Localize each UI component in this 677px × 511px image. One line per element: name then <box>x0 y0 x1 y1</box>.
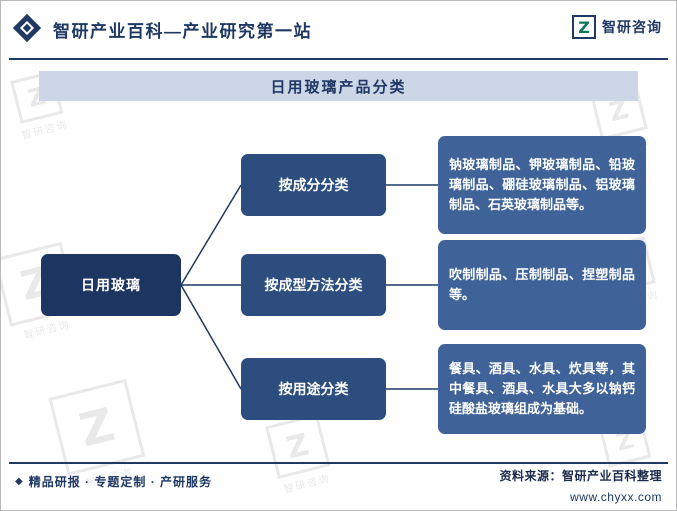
data-source: 资料来源：智研产业百科整理 <box>499 469 662 483</box>
website-url: www.chyxx.com <box>570 490 662 504</box>
header: 智研产业百科—产业研究第一站 Z 智研咨询 <box>1 1 676 58</box>
branch-detail-forming-method: 吹制制品、压制制品、捏塑制品等。 <box>438 240 646 330</box>
brand-name: 智研咨询 <box>602 19 662 35</box>
header-divider <box>9 58 668 60</box>
footer-services-text: 精品研报 · 专题定制 · 产研服务 <box>28 475 213 489</box>
footer-divider <box>9 462 668 464</box>
diamond-icon: ◆ <box>15 476 24 487</box>
branch-label-forming-method: 按成型方法分类 <box>241 254 386 316</box>
watermark-logo-icon: Z <box>265 413 331 479</box>
branch-detail-usage: 餐具、酒具、水具、炊具等，其中餐具、酒具、水具大多以钠钙硅酸盐玻璃组成为基础。 <box>438 344 646 434</box>
watermark: Z 智研咨询 <box>265 413 335 497</box>
branch-label-composition: 按成分分类 <box>241 154 386 216</box>
branch-label-usage: 按用途分类 <box>241 358 386 420</box>
page-title: 智研产业百科—产业研究第一站 <box>53 22 312 41</box>
footer-source-block: 资料来源：智研产业百科整理 www.chyxx.com <box>499 467 662 504</box>
diamond-logo-icon <box>12 13 42 43</box>
root-node: 日用玻璃 <box>41 254 181 316</box>
brand-z-icon: Z <box>572 15 596 39</box>
chart-title: 日用玻璃产品分类 <box>39 71 638 101</box>
footer-services: ◆ 精品研报 · 专题定制 · 产研服务 <box>15 473 212 490</box>
branch-detail-composition: 钠玻璃制品、钾玻璃制品、铅玻璃制品、硼硅玻璃制品、铝玻璃制品、石英玻璃制品等。 <box>438 136 646 234</box>
brand-logo: Z 智研咨询 <box>572 15 662 39</box>
